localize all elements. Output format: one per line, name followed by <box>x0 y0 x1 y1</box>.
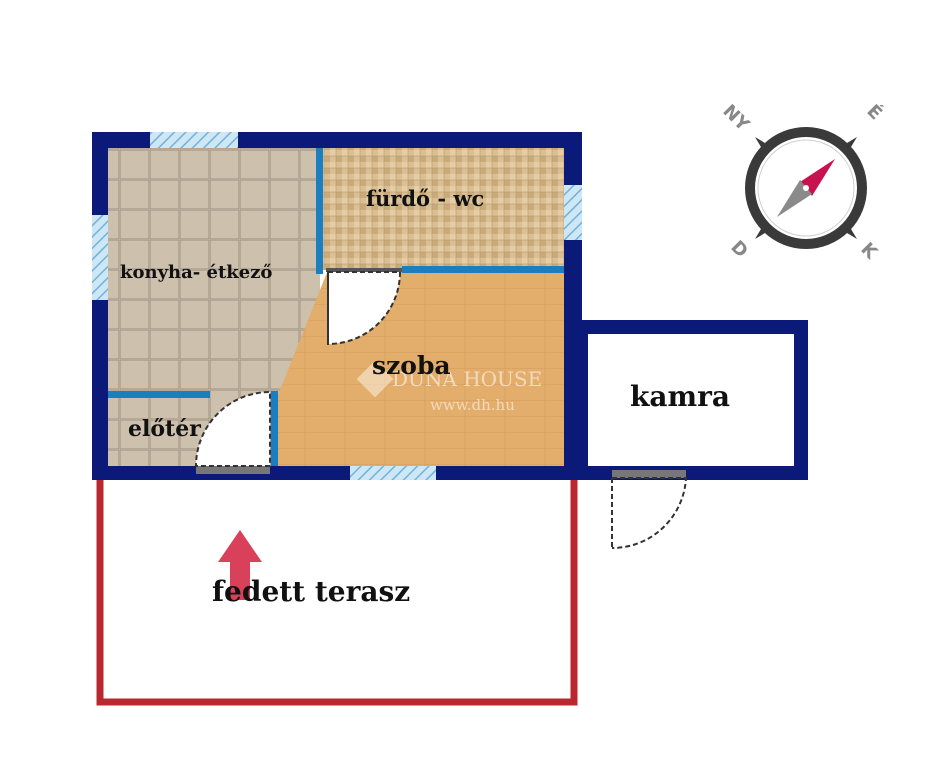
inner-wall-hall-top <box>108 391 210 398</box>
bathroom-door <box>327 271 402 346</box>
room-label-kitchen: konyha- étkező <box>120 262 272 283</box>
bathroom-floor <box>320 148 564 270</box>
entrance-door-frame <box>196 466 270 474</box>
window-top <box>150 132 238 148</box>
inner-wall-bath-room <box>402 266 564 273</box>
inner-wall-bath-kitchen <box>316 148 323 274</box>
bath-door-frame <box>326 268 402 272</box>
room-label-terrace: fedett terasz <box>212 575 410 608</box>
watermark-brand: DUNA HOUSE <box>392 367 542 391</box>
entrance-door <box>194 390 271 467</box>
room-label-bathroom: fürdő - wc <box>366 186 484 211</box>
pantry-door <box>611 477 688 550</box>
window-bottom <box>350 466 436 480</box>
pantry-floor <box>590 334 794 466</box>
compass-label-nw: NY <box>718 101 753 136</box>
watermark-url: www.dh.hu <box>430 396 515 414</box>
entrance-arrow <box>218 530 262 600</box>
compass-label-se: K <box>856 239 881 264</box>
room-label-room: szoba <box>372 351 451 380</box>
compass-label-s: D <box>726 237 751 262</box>
pantry-door-frame <box>612 470 686 478</box>
inner-wall-hall-right <box>271 391 278 466</box>
room-label-hall: előtér <box>128 416 201 442</box>
terrace-outline <box>96 480 578 706</box>
compass-label-e: É <box>862 100 886 124</box>
room-label-pantry: kamra <box>630 380 730 413</box>
watermark: DUNA HOUSE www.dh.hu <box>356 360 542 414</box>
compass-icon: NY É D K <box>718 100 886 264</box>
window-left <box>92 215 108 300</box>
window-right <box>564 185 582 240</box>
